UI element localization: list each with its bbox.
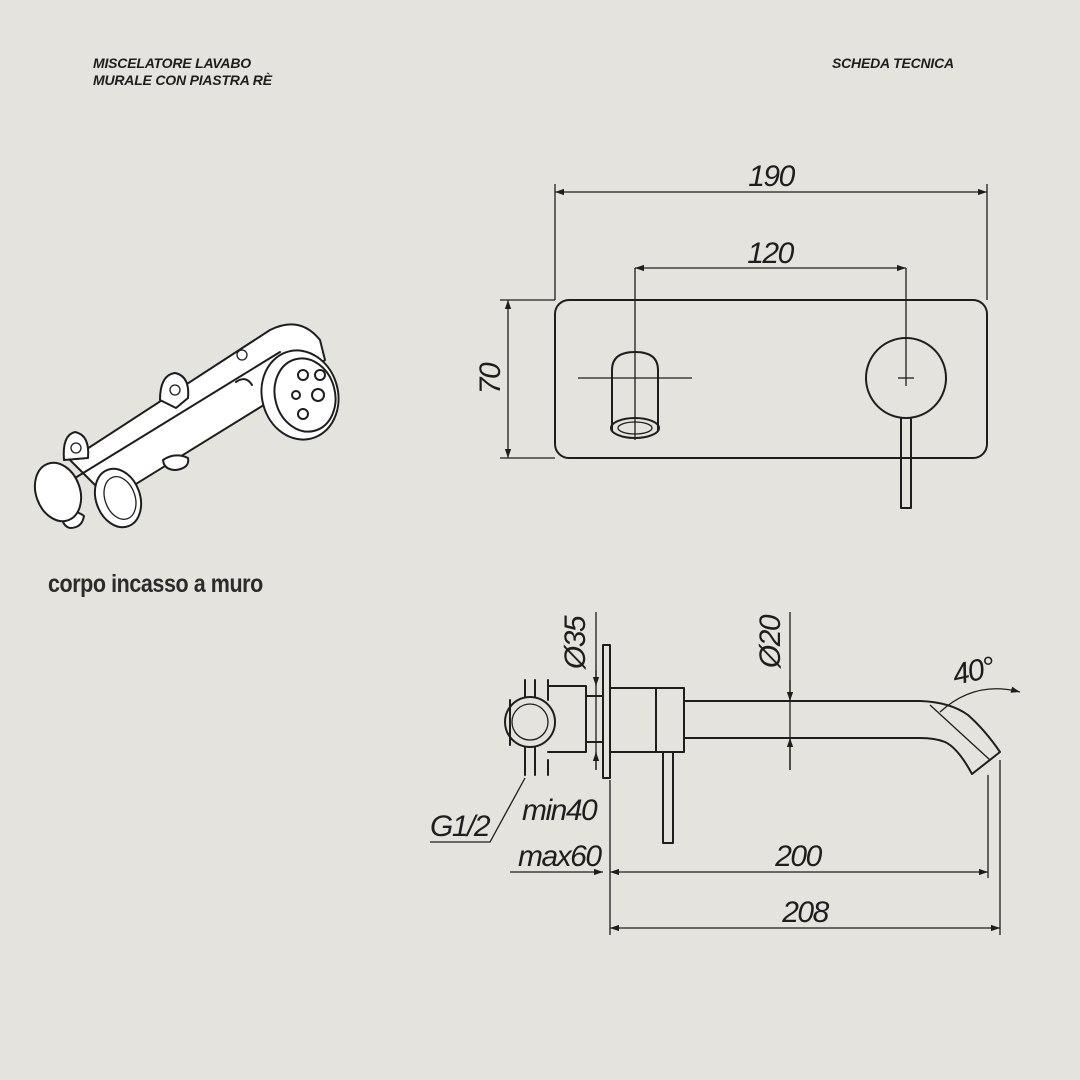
dim-wall-max: max60	[518, 840, 602, 873]
dim-total-length: 208	[781, 896, 829, 929]
dim-plate-height: 70	[474, 362, 507, 394]
side-view: Ø35 Ø20 40° G1/2 min40 max60 200 208	[430, 612, 1021, 935]
dim-wall-min: min40	[522, 794, 598, 827]
connection-fitting	[504, 696, 556, 748]
wall-plate	[554, 299, 988, 459]
product-title-line1: MISCELATORE LAVABO	[93, 55, 251, 71]
dim-axis-distance: 120	[747, 237, 794, 270]
dim-handle-diameter: Ø35	[559, 615, 592, 670]
side-wall-plate	[602, 644, 611, 779]
document-type: SCHEDA TECNICA	[832, 55, 954, 71]
dim-spout-length: 200	[774, 840, 822, 873]
label-connection: G1/2	[430, 810, 491, 843]
side-spout	[683, 700, 1001, 775]
body-caption: corpo incasso a muro	[48, 570, 263, 598]
product-title: MISCELATORE LAVABO MURALE CON PIASTRA RÈ	[93, 55, 272, 89]
dim-spout-diameter: Ø20	[754, 614, 787, 669]
mixer-lever	[900, 417, 912, 509]
dim-spout-angle: 40°	[950, 651, 998, 692]
front-view: 190 120 70	[474, 160, 988, 509]
product-title-line2: MURALE CON PIASTRA RÈ	[93, 72, 272, 88]
concealed-body-illustration	[33, 323, 340, 529]
dim-plate-width: 190	[748, 160, 795, 193]
